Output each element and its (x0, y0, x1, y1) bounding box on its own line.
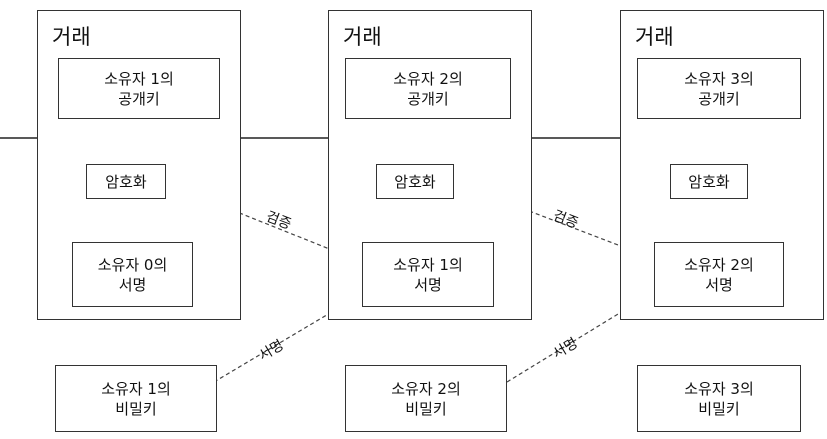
signature-owner: 소유자 2의 (684, 255, 754, 274)
public-key-box-2: 소유자 2의 공개키 (345, 58, 511, 119)
signature-box-1: 소유자 0의 서명 (72, 242, 193, 307)
hash-box-1: 암호화 (86, 164, 166, 199)
public-key-box-1: 소유자 1의 공개키 (58, 58, 220, 119)
signature-box-3: 소유자 2의 서명 (654, 242, 784, 307)
private-key-label: 비밀키 (698, 399, 740, 418)
public-key-owner: 소유자 2의 (393, 69, 463, 88)
public-key-owner: 소유자 3의 (684, 69, 754, 88)
private-key-box-1: 소유자 1의 비밀키 (55, 365, 217, 432)
public-key-owner: 소유자 1의 (104, 69, 174, 88)
transaction-title: 거래 (635, 25, 674, 49)
public-key-label: 공개키 (407, 89, 449, 108)
signature-label: 서명 (414, 275, 442, 294)
hash-label: 암호화 (105, 172, 147, 191)
hash-box-3: 암호화 (670, 164, 748, 199)
private-key-owner: 소유자 3의 (684, 379, 754, 398)
private-key-label: 비밀키 (405, 399, 447, 418)
transaction-title: 거래 (52, 25, 91, 49)
hash-label: 암호화 (688, 172, 730, 191)
public-key-label: 공개키 (698, 89, 740, 108)
signature-owner: 소유자 0의 (97, 255, 168, 274)
private-key-owner: 소유자 2의 (391, 379, 461, 398)
private-key-label: 비밀키 (115, 399, 157, 418)
signature-owner: 소유자 1의 (393, 255, 463, 274)
signature-label: 서명 (118, 275, 147, 294)
transaction-title: 거래 (343, 25, 382, 49)
public-key-box-3: 소유자 3의 공개키 (637, 58, 801, 119)
hash-label: 암호화 (394, 172, 436, 191)
public-key-label: 공개키 (118, 89, 160, 108)
hash-box-2: 암호화 (376, 164, 454, 199)
signature-label: 서명 (705, 275, 733, 294)
private-key-box-2: 소유자 2의 비밀키 (345, 365, 507, 432)
signature-box-2: 소유자 1의 서명 (362, 242, 494, 307)
private-key-owner: 소유자 1의 (101, 379, 171, 398)
private-key-box-3: 소유자 3의 비밀키 (637, 365, 801, 432)
